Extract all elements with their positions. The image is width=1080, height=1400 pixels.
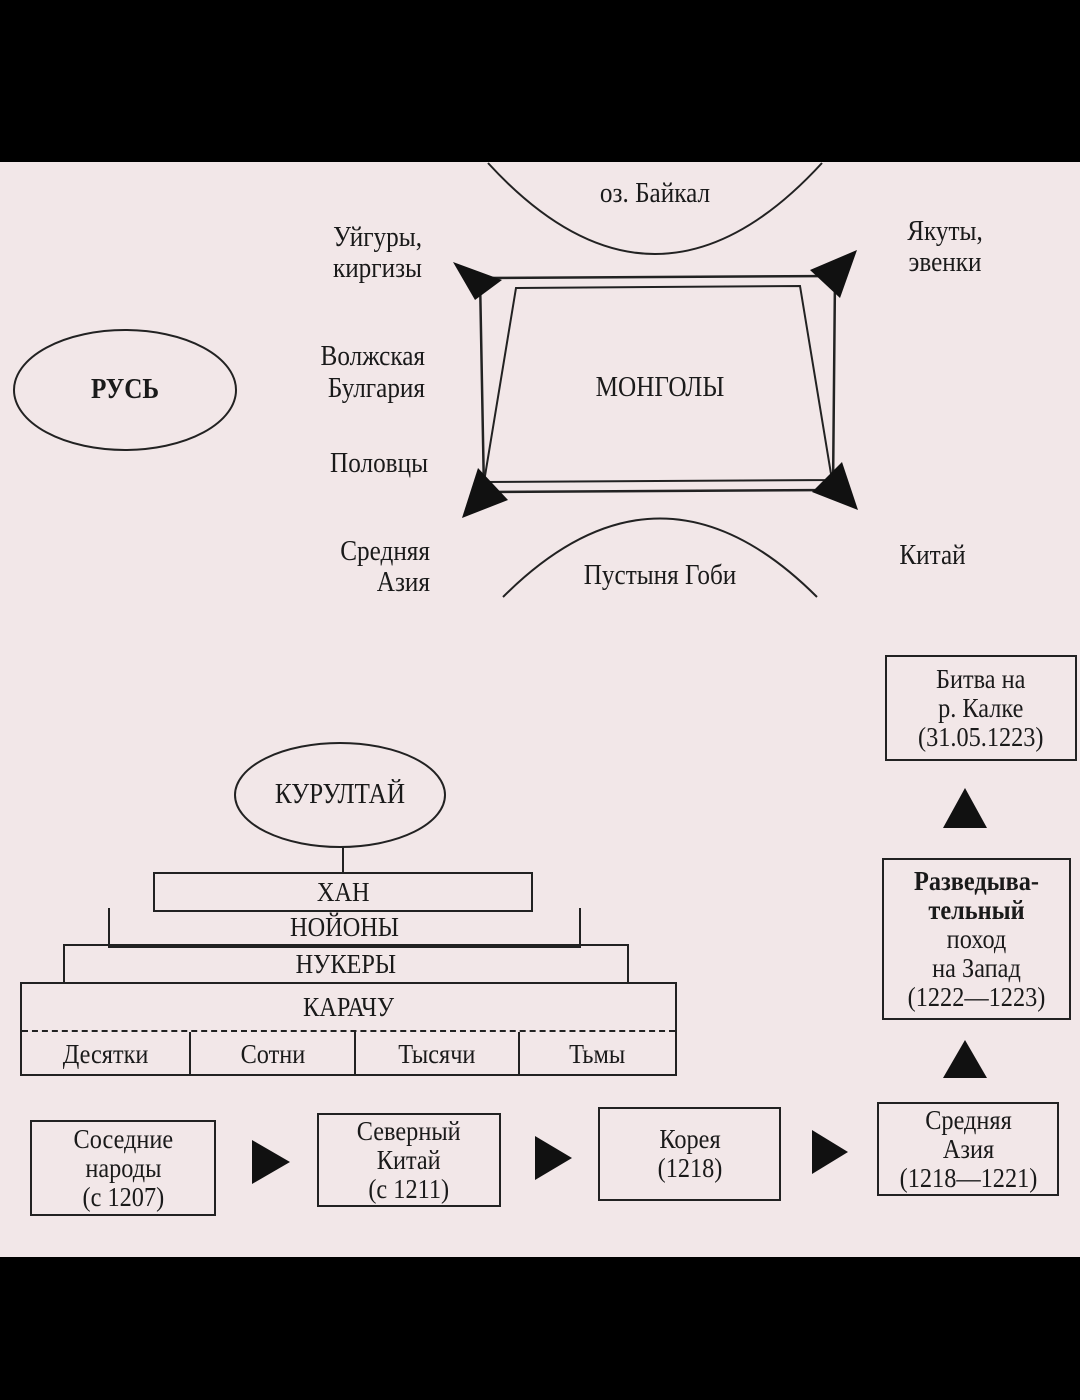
level-nukers: НУКЕРЫ bbox=[63, 944, 629, 984]
level-noyons: НОЙОНЫ bbox=[108, 908, 581, 948]
uyghurs-label-2: киргизы bbox=[332, 253, 422, 284]
level-karachu: КАРАЧУ Десятки Сотни Тысячи Тьмы bbox=[20, 982, 677, 1076]
yakuts-label-1: Якуты, bbox=[907, 216, 983, 247]
yakuts-label-2: эвенки bbox=[908, 247, 982, 278]
arrow-up-2-icon bbox=[943, 1040, 987, 1078]
conquest-korea: Корея(1218) bbox=[598, 1107, 781, 1201]
volga-bulgaria-label-1: Волжская bbox=[320, 341, 425, 372]
uyghurs-label-1: Уйгуры, bbox=[333, 222, 422, 253]
kurultai-label: КУРУЛТАЙ bbox=[274, 779, 406, 810]
arrow-up-1-icon bbox=[943, 788, 987, 828]
volga-bulgaria-label-2: Булгария bbox=[327, 373, 425, 404]
china-label: Китай bbox=[899, 540, 966, 571]
rus-ellipse bbox=[13, 329, 237, 451]
gobi-label: Пустыня Гоби bbox=[583, 560, 737, 591]
arrow-right-1-icon bbox=[252, 1140, 290, 1184]
kurultai-ellipse bbox=[234, 742, 446, 848]
arrow-northeast-icon bbox=[810, 250, 857, 298]
arrow-southeast-icon bbox=[812, 462, 858, 510]
unit-hundreds: Сотни bbox=[191, 1032, 356, 1076]
arrow-southwest-icon bbox=[462, 468, 508, 518]
gobi-arc bbox=[502, 517, 818, 598]
arrow-northwest-icon bbox=[453, 262, 502, 300]
unit-thousands: Тысячи bbox=[356, 1032, 520, 1076]
unit-tumens: Тьмы bbox=[569, 1038, 626, 1069]
arrow-right-3-icon bbox=[812, 1130, 848, 1174]
level-khan: ХАН bbox=[153, 872, 533, 912]
central-asia-label-1: Средняя bbox=[340, 536, 430, 567]
polovtsy-label: Половцы bbox=[330, 448, 428, 479]
unit-tens: Десятки bbox=[22, 1032, 191, 1076]
arrow-right-2-icon bbox=[535, 1136, 572, 1180]
mongols-label: МОНГОЛЫ bbox=[595, 372, 725, 403]
baikal-arc bbox=[487, 162, 823, 255]
baikal-label: оз. Байкал bbox=[599, 178, 711, 209]
rus-label: РУСЬ bbox=[90, 374, 160, 405]
central-asia-label-2: Азия bbox=[376, 567, 430, 598]
